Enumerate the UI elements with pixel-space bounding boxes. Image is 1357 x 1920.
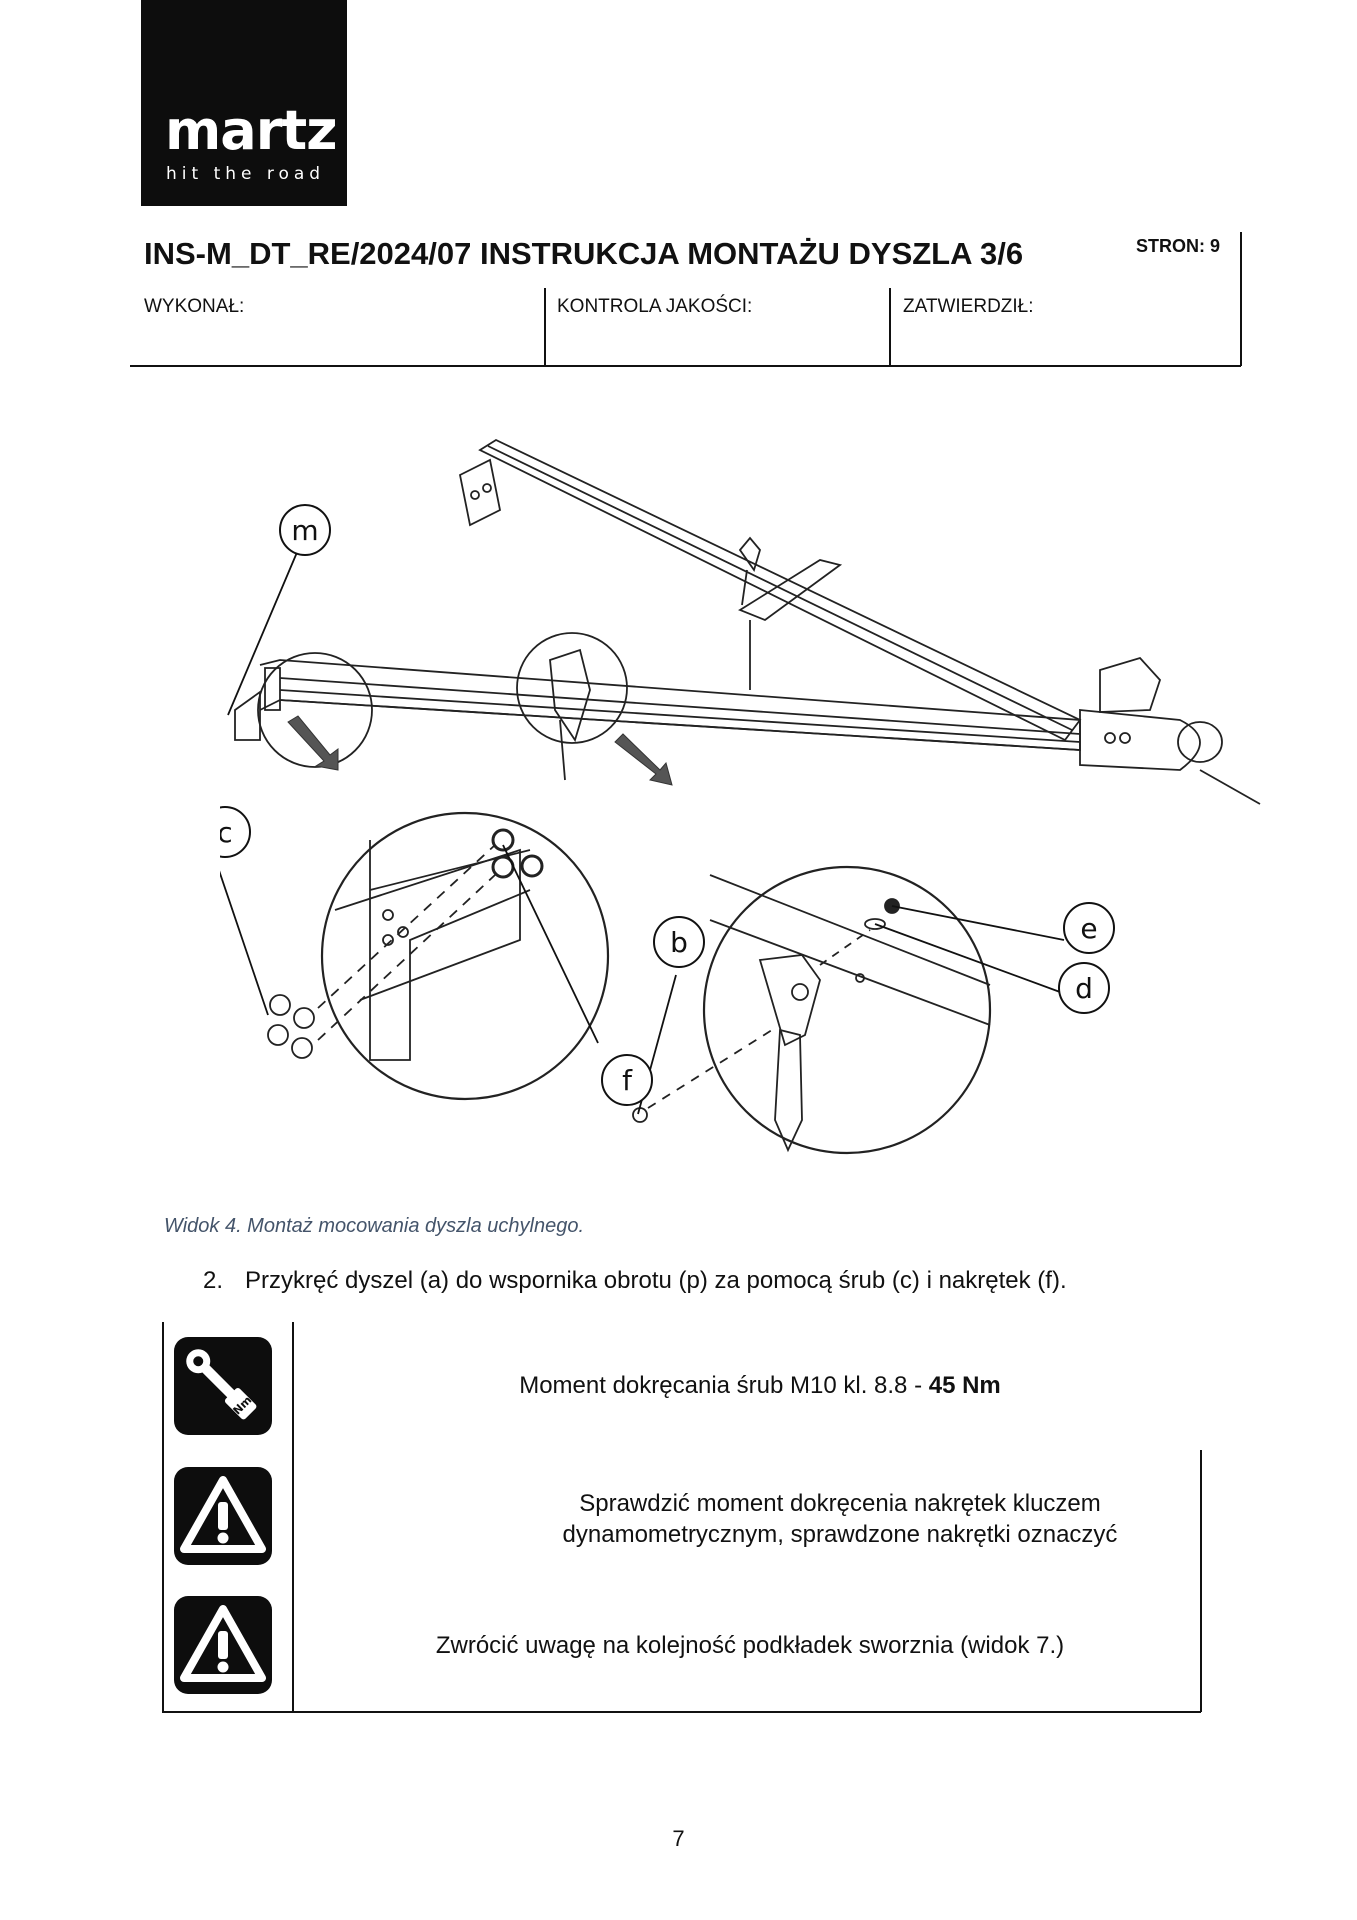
logo-tagline: hit the road bbox=[166, 164, 326, 184]
notes-right-border bbox=[1200, 1450, 1202, 1712]
torque-note: Moment dokręcania śrub M10 kl. 8.8 - 45 … bbox=[480, 1370, 1040, 1401]
page-count: STRON: 9 bbox=[1136, 236, 1221, 256]
document-title: INS-M_DT_RE/2024/07 INSTRUKCJA MONTAŻU D… bbox=[144, 236, 1024, 271]
callout-m: m bbox=[291, 514, 318, 547]
callout-e: e bbox=[1080, 912, 1097, 945]
header-divider-2 bbox=[889, 288, 891, 366]
warning-icon bbox=[174, 1596, 272, 1694]
check-note: Sprawdzić moment dokręcenia nakrętek klu… bbox=[520, 1488, 1160, 1550]
notes-icon-divider bbox=[292, 1322, 294, 1712]
callout-f: f bbox=[622, 1064, 633, 1097]
washers-note: Zwrócić uwagę na kolejność podkładek swo… bbox=[435, 1632, 1065, 1659]
header-right-border bbox=[1240, 232, 1242, 366]
callout-d: d bbox=[1075, 972, 1093, 1005]
header-divider-1 bbox=[544, 288, 546, 366]
callout-c: c bbox=[220, 816, 233, 849]
instruction-step: 2. Przykręć dyszel (a) do wspornika obrot… bbox=[203, 1267, 1067, 1295]
company-logo: martz hit the road bbox=[141, 0, 347, 206]
torque-note-text: Moment dokręcania śrub M10 kl. 8.8 - bbox=[519, 1372, 929, 1399]
torque-value: 45 Nm bbox=[928, 1372, 1001, 1399]
made-by-label: WYKONAŁ: bbox=[144, 296, 245, 317]
check-note-line-1: Sprawdzić moment dokręcenia nakrętek klu… bbox=[579, 1490, 1101, 1517]
torque-wrench-icon: Nm bbox=[174, 1337, 272, 1435]
step-text: Przykręć dyszel (a) do wspornika obrotu … bbox=[245, 1267, 1067, 1294]
approved-label: ZATWIERDZIŁ: bbox=[903, 296, 1034, 317]
assembly-drawing: m c f b e d bbox=[220, 420, 1280, 1190]
header-bottom-border bbox=[130, 365, 1241, 367]
check-note-line-2: dynamometrycznym, sprawdzone nakrętki oz… bbox=[562, 1521, 1118, 1548]
notes-left-border bbox=[162, 1322, 164, 1712]
callout-b: b bbox=[670, 926, 688, 959]
page-number: 7 bbox=[672, 1826, 685, 1851]
drawbar-frame bbox=[234, 438, 1261, 805]
step-number: 2. bbox=[203, 1267, 224, 1294]
quality-control-label: KONTROLA JAKOŚCI: bbox=[557, 296, 753, 317]
figure-caption: Widok 4. Montaż mocowania dyszla uchylne… bbox=[164, 1215, 585, 1237]
warning-icon bbox=[174, 1467, 272, 1565]
notes-bottom-border bbox=[162, 1711, 1201, 1713]
logo-wordmark: martz bbox=[165, 99, 338, 162]
